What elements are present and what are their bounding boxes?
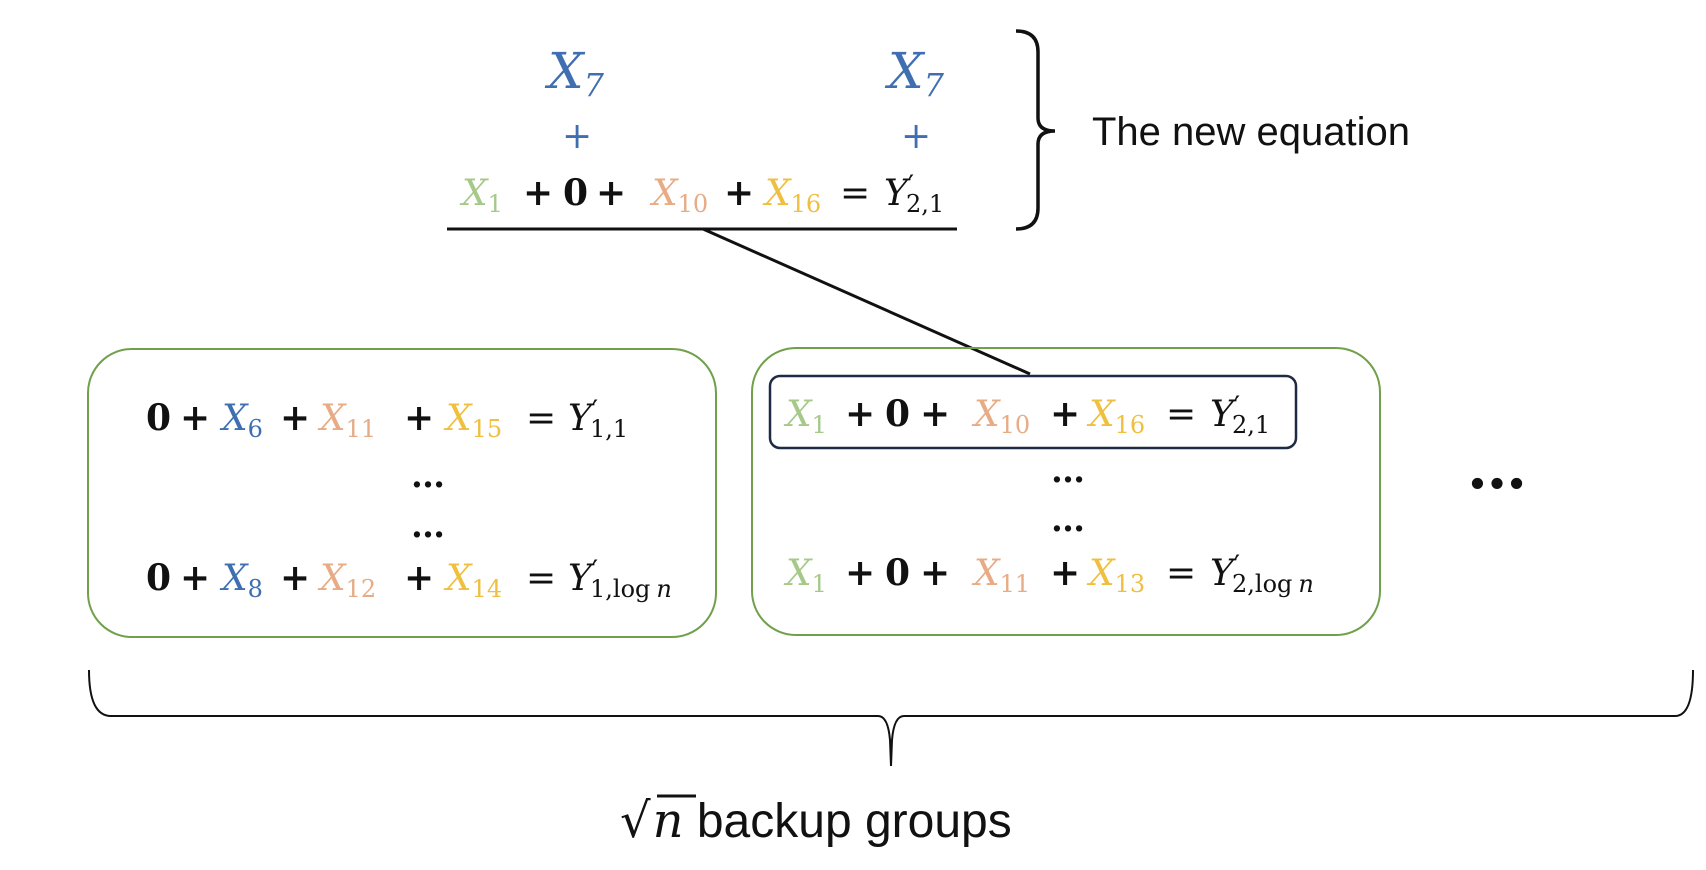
backup-group-1: 0 + X6 + X11 + X15 = Y′1,1 … … 0 + X8 + …: [87, 348, 717, 638]
right-brace: [1015, 29, 1056, 231]
bottom-brace: [88, 669, 1694, 767]
plus-right: +: [901, 116, 931, 157]
group-2-box: [751, 347, 1381, 636]
more-groups-ellipsis: …: [1467, 433, 1527, 503]
brace-label: The new equation: [1092, 110, 1410, 154]
group-1-dots-2: …: [411, 506, 445, 546]
x7-left: X7: [544, 42, 605, 104]
highlighted-row-box: [768, 374, 1298, 450]
bottom-label: √n backup groups: [620, 793, 1012, 849]
group-1-row-1: 0 + X6 + X11 + X15 = Y′1,1: [146, 394, 628, 446]
x7-right: X7: [884, 42, 945, 104]
group-2-dots-1: …: [1051, 451, 1085, 491]
plus-left: +: [562, 116, 592, 157]
new-equation: X1 + 0 + X10 + X16 = Y′2,1: [459, 169, 944, 221]
group-1-dots-1: …: [411, 456, 445, 496]
group-2-row-1: X1 + 0 + X10 + X16 = Y′2,1: [783, 390, 1270, 442]
new-equation-block: X7 X7 + + X1 + 0 + X10 + X16 = Y′2,1 The…: [447, 29, 1410, 231]
group-1-box: [87, 348, 717, 638]
group-2-dots-2: …: [1051, 500, 1085, 540]
connector-line: [702, 227, 1031, 376]
backup-group-2: X1 + 0 + X10 + X16 = Y′2,1 … … X1 + 0 + …: [751, 347, 1381, 636]
